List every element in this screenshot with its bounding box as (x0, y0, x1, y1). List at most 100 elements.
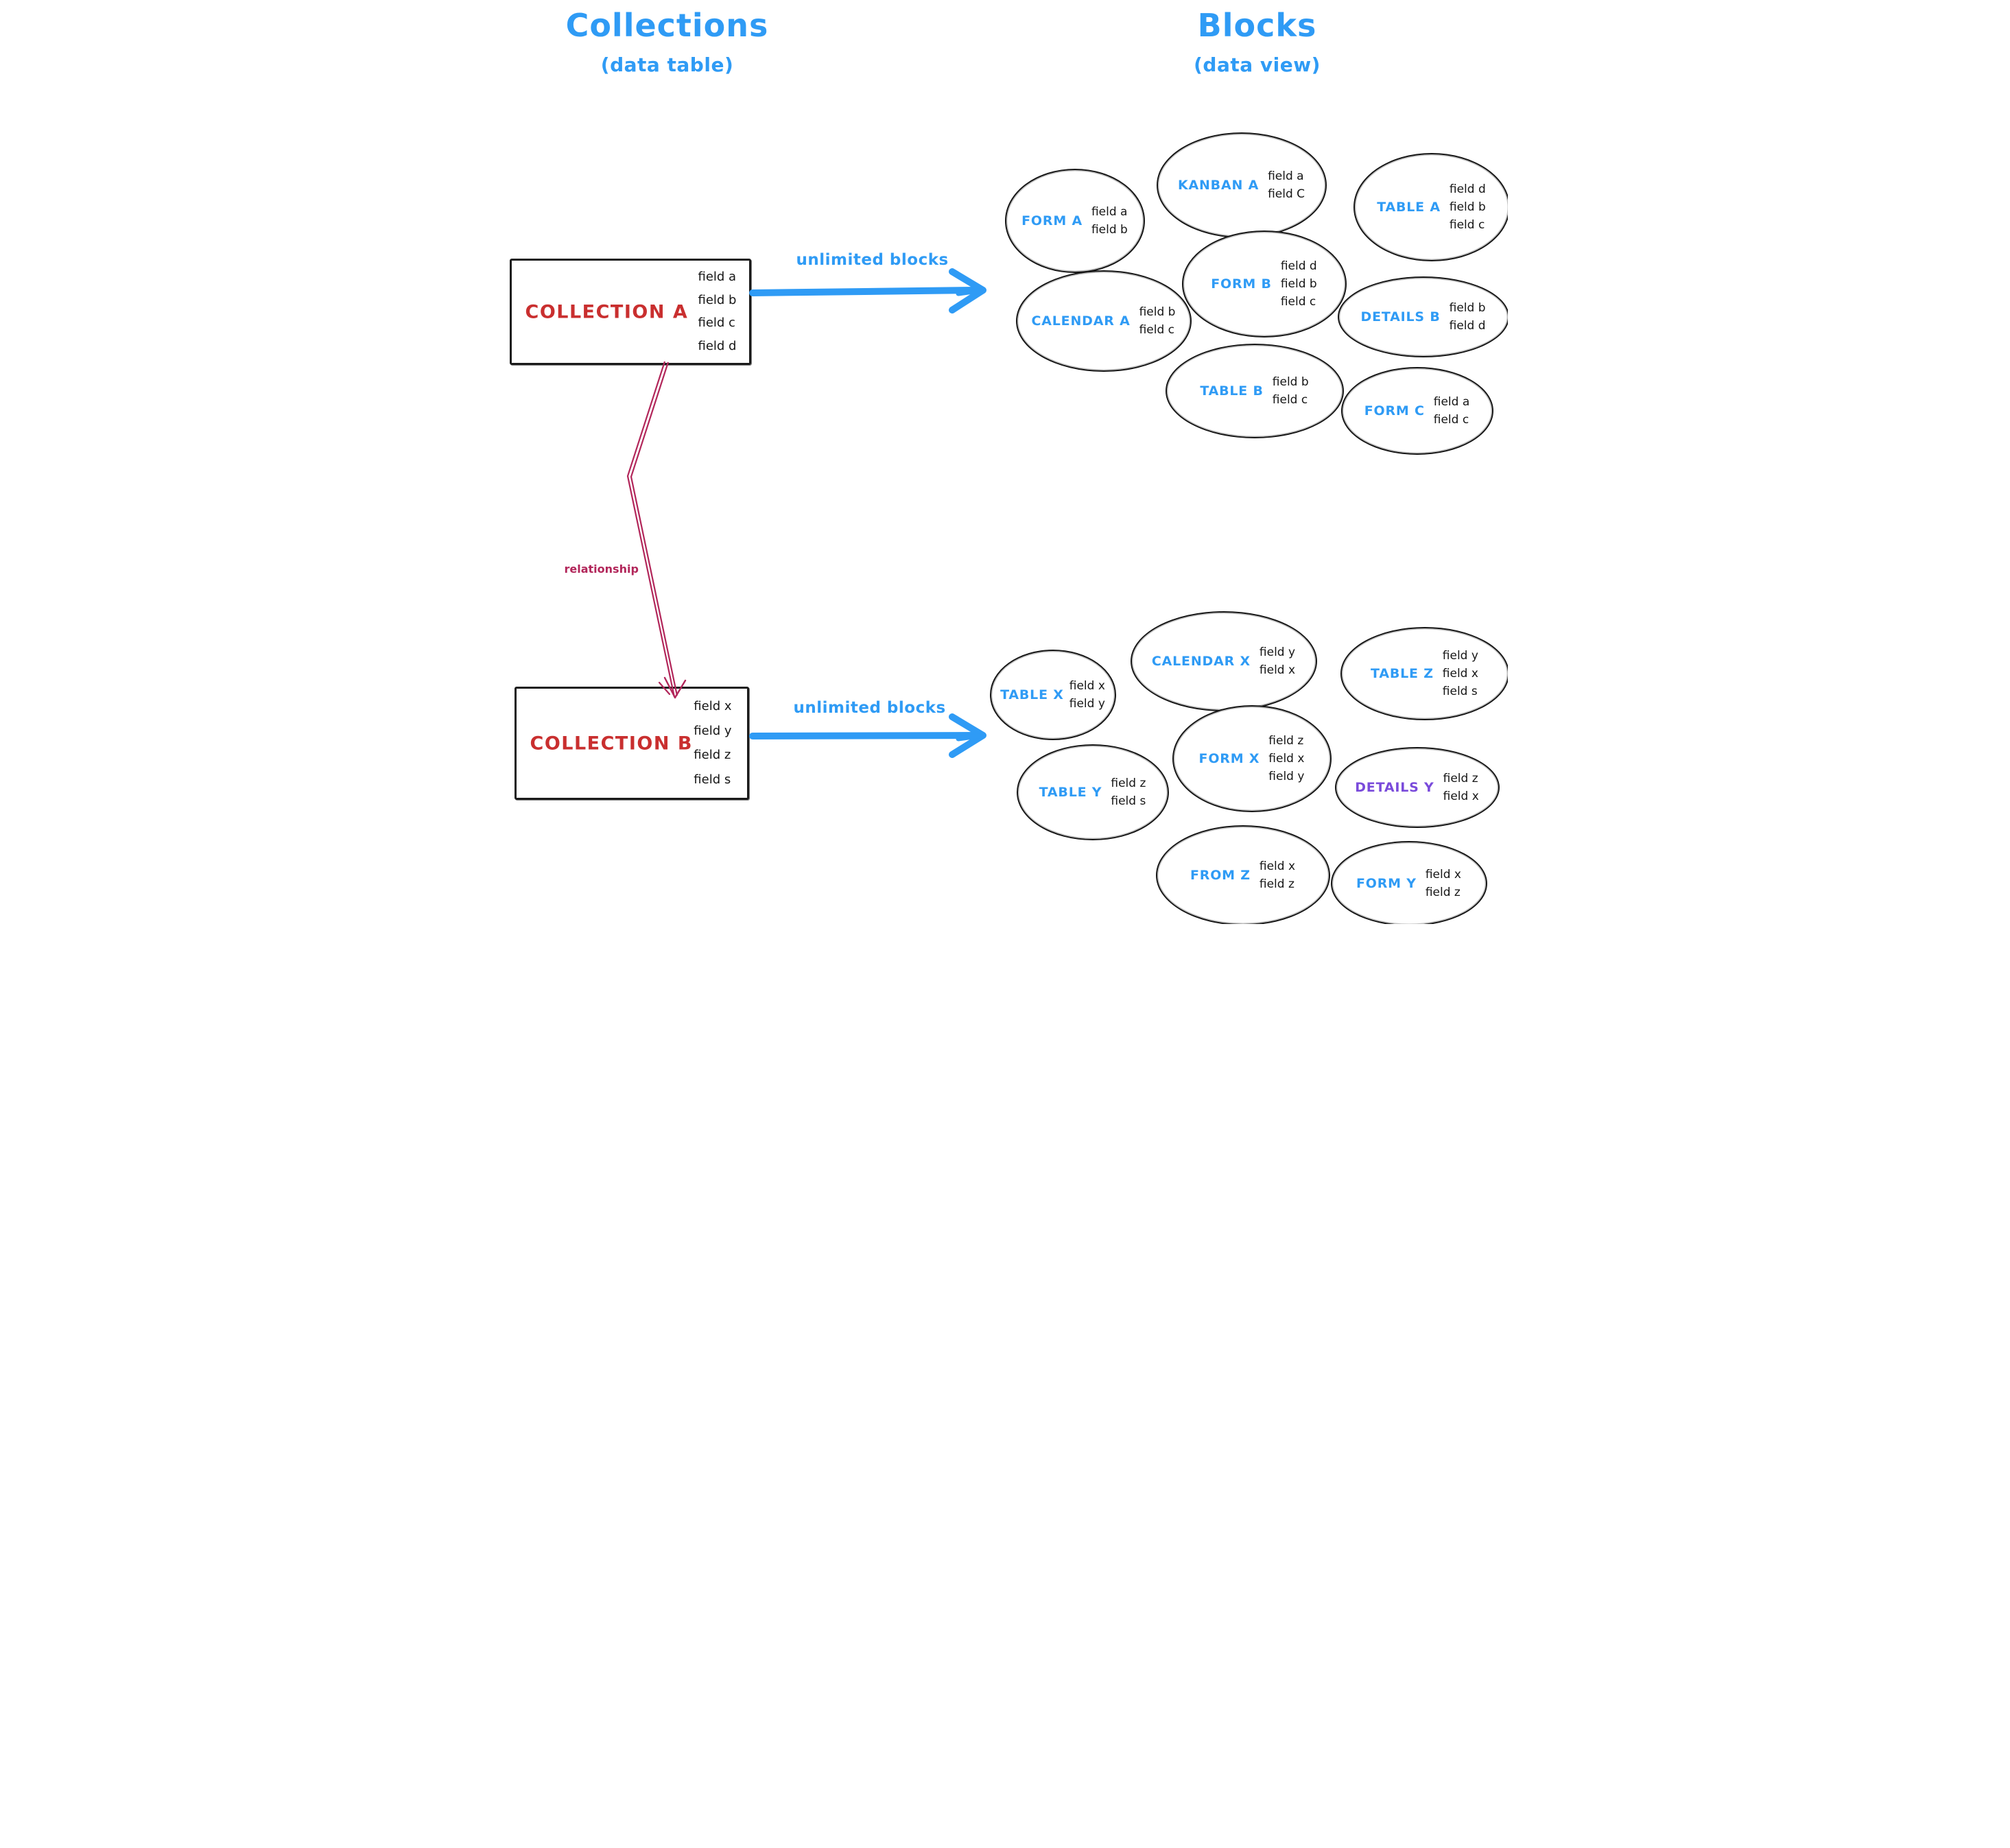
block-form-y: FORM Y field x field z (1330, 841, 1487, 924)
block-label: FORM Y (1356, 876, 1417, 891)
collection-a-field: field d (698, 338, 737, 353)
block-field: field c (1280, 294, 1316, 309)
block-fields: field a field b (1091, 206, 1128, 236)
block-field: field a (1091, 204, 1128, 219)
collections-heading: Collections (data table) (544, 10, 791, 76)
collection-a-box: COLLECTION A field a field b field c fie… (509, 259, 751, 365)
collection-b-field: field y (694, 723, 732, 738)
block-fields: field y field x field s (1443, 650, 1478, 698)
block-form-a: FORM A field a field b (1004, 169, 1145, 273)
block-fields: field x field z (1259, 859, 1296, 891)
block-field: field b (1449, 200, 1486, 214)
block-fields: field b field c (1272, 375, 1309, 407)
block-field: field x (1425, 867, 1461, 881)
block-field: field c (1272, 392, 1308, 407)
block-field: field s (1111, 794, 1146, 808)
block-label: CALENDAR A (1031, 313, 1131, 329)
block-kanban-a: KANBAN A field a field C (1156, 132, 1327, 238)
block-fields: field z field x field y (1268, 735, 1304, 783)
block-field: field s (1442, 684, 1478, 698)
collection-b-fields: field x field y field z field s (694, 689, 731, 798)
block-field: field c (1433, 412, 1469, 427)
relationship-arrow (626, 361, 686, 699)
block-field: field b (1280, 276, 1317, 291)
block-field: field z (1443, 771, 1478, 785)
block-field: field y (1442, 648, 1478, 663)
block-field: field d (1280, 259, 1317, 273)
collection-b-name: COLLECTION B (530, 733, 693, 754)
block-table-x: TABLE X field x field y (989, 650, 1116, 740)
block-field: field x (1443, 789, 1479, 803)
block-fields: field z field s (1111, 776, 1146, 808)
block-fields: field a field C (1268, 170, 1305, 200)
collection-a-fields: field a field b field c field d (698, 261, 737, 363)
block-field: field d (1449, 182, 1486, 196)
block-details-b: DETAILS B field b field d (1337, 276, 1508, 357)
block-field: field x (1259, 663, 1296, 677)
block-form-c: FORM C field a field c (1340, 367, 1493, 455)
block-field: field c (1139, 322, 1175, 337)
block-table-z: TABLE Z field y field x field s (1340, 627, 1508, 720)
collection-a-name: COLLECTION A (525, 301, 689, 322)
collections-subtitle: (data table) (600, 54, 734, 76)
block-field: field y (1259, 645, 1296, 659)
block-field: field b (1272, 375, 1309, 389)
block-field: field z (1259, 877, 1294, 891)
collection-b-field: field s (694, 772, 731, 787)
block-label: FORM B (1211, 276, 1272, 292)
block-field: field x (1268, 751, 1305, 766)
block-label: TABLE Y (1039, 785, 1102, 800)
block-fields: field b field c (1139, 305, 1176, 337)
block-field: field b (1139, 305, 1176, 319)
block-field: field x (1259, 859, 1296, 873)
block-field: field y (1069, 696, 1105, 711)
block-label: TABLE A (1377, 200, 1441, 215)
block-label: TABLE Z (1371, 666, 1434, 681)
block-label: TABLE B (1200, 383, 1264, 399)
block-fields: field d field b field c (1449, 182, 1486, 232)
block-field: field z (1425, 885, 1461, 899)
block-calendar-x: CALENDAR X field y field x (1130, 611, 1317, 711)
block-label: FORM A (1021, 213, 1083, 228)
block-label: FORM C (1364, 403, 1425, 418)
block-fields: field d field b field c (1280, 259, 1317, 309)
collection-a-field: field a (698, 270, 737, 285)
unlimited-blocks-arrow-a (748, 268, 986, 313)
unlimited-blocks-label-b: unlimited blocks (793, 699, 946, 717)
blocks-title: Blocks (1197, 7, 1317, 44)
block-field: field b (1449, 300, 1486, 315)
block-form-b: FORM B field d field b field c (1181, 230, 1347, 337)
block-label: DETAILS B (1360, 309, 1441, 324)
blocks-heading: Blocks (data view) (1134, 10, 1381, 76)
block-from-z: FROM Z field x field z (1155, 825, 1330, 924)
relationship-label: relationship (564, 562, 639, 576)
block-table-b: TABLE B field b field c (1165, 344, 1344, 438)
collection-a-field: field c (698, 316, 735, 331)
collections-title: Collections (565, 7, 769, 44)
block-calendar-a: CALENDAR A field b field c (1015, 270, 1192, 372)
block-label: FROM Z (1190, 868, 1251, 883)
block-field: field x (1069, 678, 1105, 693)
block-field: field a (1433, 394, 1470, 409)
block-table-y: TABLE Y field z field s (1016, 744, 1169, 840)
block-field: field z (1268, 733, 1304, 748)
block-label: FORM X (1198, 751, 1260, 766)
unlimited-blocks-label-a: unlimited blocks (796, 251, 949, 269)
collection-b-box: COLLECTION B field x field y field z fie… (514, 687, 749, 800)
block-field: field b (1091, 222, 1128, 237)
block-label: KANBAN A (1177, 178, 1260, 193)
block-fields: field z field x (1443, 771, 1479, 803)
collection-a-field: field b (698, 292, 737, 307)
block-field: field z (1111, 776, 1146, 790)
block-label: DETAILS Y (1355, 780, 1434, 795)
block-fields: field b field d (1449, 300, 1486, 333)
block-table-a: TABLE A field d field b field c (1353, 153, 1508, 261)
collection-b-field: field x (694, 699, 732, 714)
block-field: field c (1449, 217, 1485, 232)
block-form-x: FORM X field z field x field y (1172, 705, 1332, 812)
block-fields: field a field c (1434, 396, 1470, 426)
block-field: field d (1449, 318, 1486, 333)
unlimited-blocks-arrow-b (748, 713, 986, 758)
block-fields: field x field z (1425, 867, 1461, 899)
blocks-subtitle: (data view) (1194, 54, 1321, 76)
